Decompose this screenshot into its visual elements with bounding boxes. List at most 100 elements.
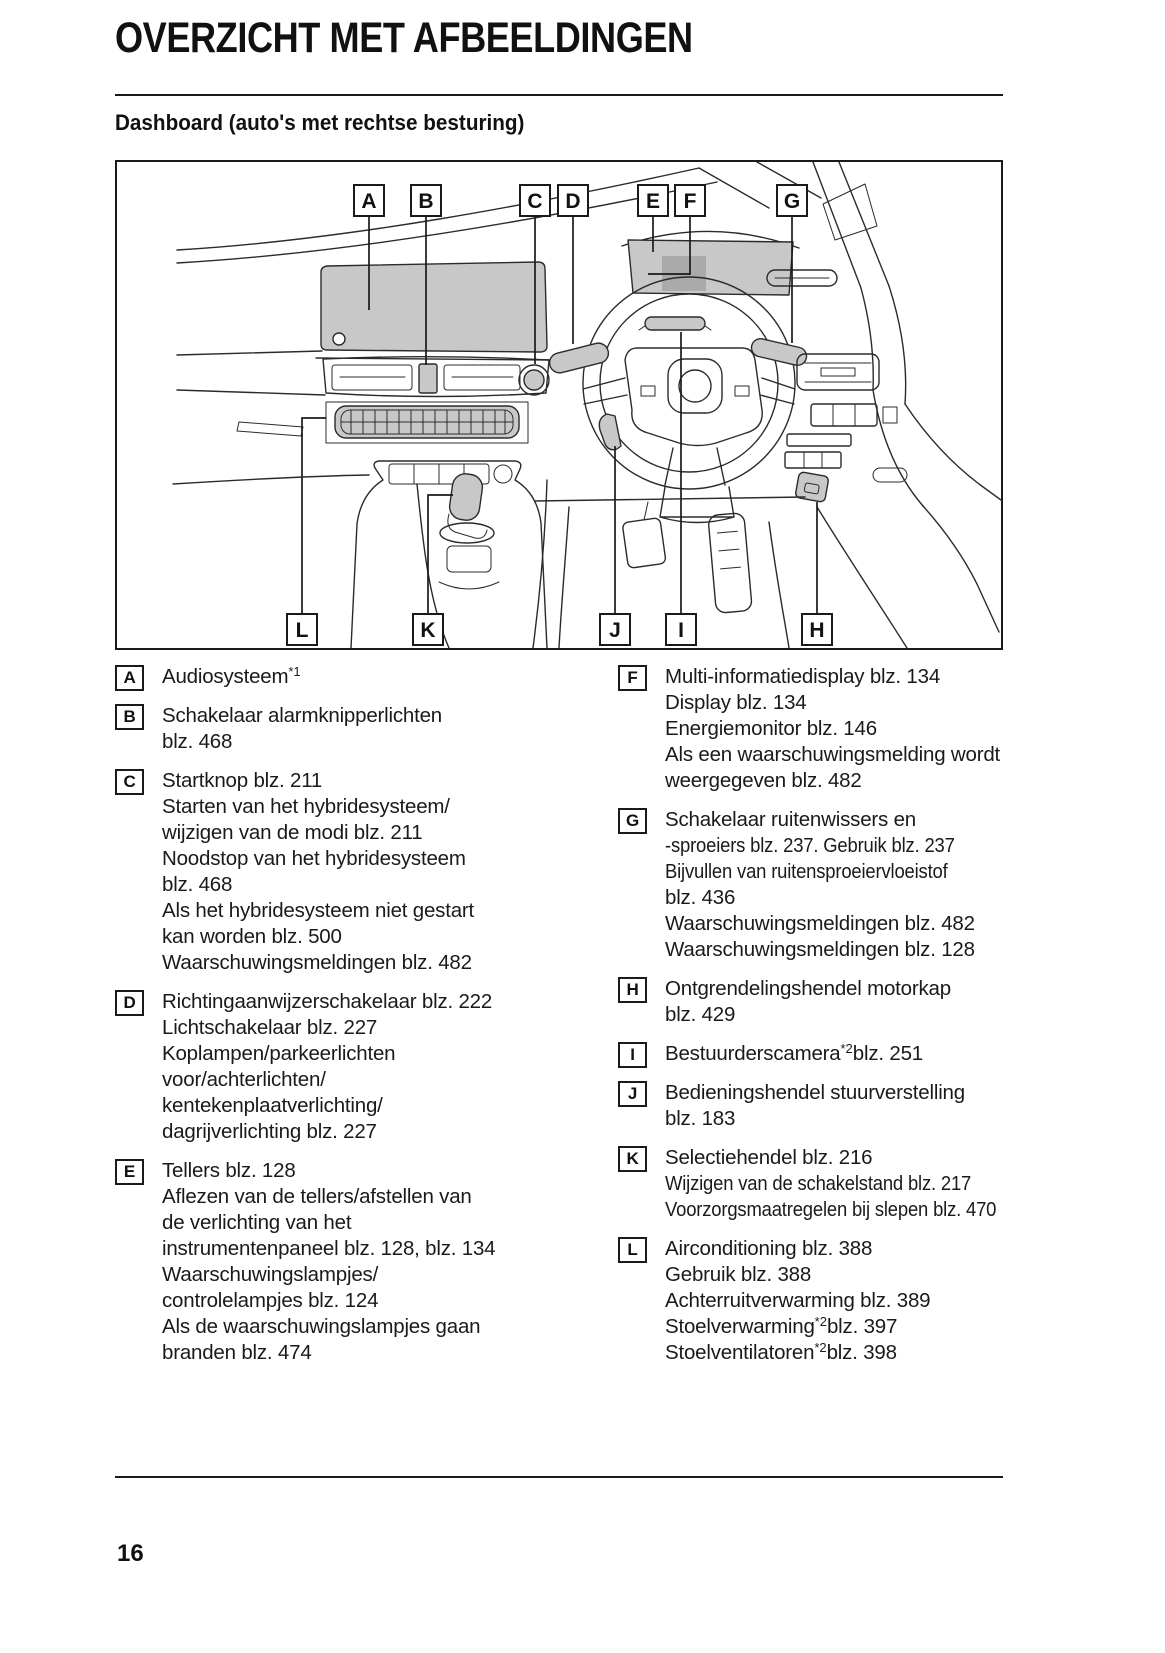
callout-letter-D: D — [565, 190, 580, 213]
legend-line: Achterruitverwarming blz. 389 — [665, 1289, 931, 1312]
driver-camera — [638, 316, 712, 331]
callout-box-B — [410, 184, 442, 217]
legend-line: Display blz. 134 — [665, 691, 807, 714]
legend-line: Starten van het hybridesysteem/ — [162, 795, 450, 818]
legend-line: Bestuurderscamera*2blz. 251 — [665, 1041, 923, 1065]
legend-line: wijzigen van de modi blz. 211 — [162, 821, 423, 844]
air-vent-grille — [325, 401, 529, 444]
callout-letter-J: J — [609, 619, 621, 642]
legend-line: Waarschuwingsmeldingen blz. 128 — [665, 938, 975, 961]
bottom-rule — [115, 1476, 1003, 1478]
legend-key-J: J — [618, 1081, 647, 1107]
callout-box-H — [801, 613, 833, 646]
hood-release-lever — [795, 471, 829, 503]
legend-line: Waarschuwingsmeldingen blz. 482 — [162, 951, 472, 974]
callout-letter-I: I — [678, 619, 684, 642]
callout-box-C — [519, 184, 551, 217]
legend-line: Stoelverwarming*2blz. 397 — [665, 1314, 898, 1338]
legend-line: Stoelventilatoren*2blz. 398 — [665, 1340, 897, 1364]
legend-key-G: G — [618, 808, 647, 834]
legend-line: branden blz. 474 — [162, 1341, 312, 1364]
legend-line: Koplampen/parkeerlichten — [162, 1042, 396, 1065]
legend-line: Als het hybridesysteem niet gestart — [162, 899, 475, 922]
legend-line: de verlichting van het — [162, 1211, 352, 1234]
steering-wheel — [582, 276, 796, 524]
legend-key-H: H — [618, 977, 647, 1003]
legend-line: Bijvullen van ruitensproeiervloeistof — [665, 860, 948, 883]
legend-line: Schakelaar alarmknipperlichten — [162, 704, 443, 727]
legend-line: -sproeiers blz. 237. Gebruik blz. 237 — [665, 834, 955, 857]
legend-line: Multi-informatiedisplay blz. 134 — [665, 665, 941, 688]
legend-line: Als een waarschuwingsmelding wordt — [665, 743, 1001, 766]
legend-key-E: E — [115, 1159, 144, 1185]
legend-line: voor/achterlichten/ — [162, 1068, 326, 1091]
legend-key-A: A — [115, 665, 144, 691]
callout-letter-G: G — [784, 190, 800, 213]
legend-key-I: I — [618, 1042, 647, 1068]
callout-letter-H: H — [809, 619, 824, 642]
legend-line: blz. 183 — [665, 1107, 736, 1130]
legend-line: Audiosysteem*1 — [162, 664, 301, 688]
legend-line: Lichtschakelaar blz. 227 — [162, 1016, 378, 1039]
legend-line: Ontgrendelingshendel motorkap — [665, 977, 951, 1000]
callout-letter-B: B — [418, 190, 433, 213]
touchscreen — [315, 261, 552, 361]
legend-line: controlelampjes blz. 124 — [162, 1289, 379, 1312]
legend-line: Waarschuwingslampjes/ — [162, 1263, 379, 1286]
section-subtitle: Dashboard (auto's met rechtse besturing) — [115, 110, 525, 135]
callout-box-L — [286, 613, 318, 646]
callout-box-G — [776, 184, 808, 217]
legend-key-D: D — [115, 990, 144, 1016]
legend-line: Tellers blz. 128 — [162, 1159, 296, 1182]
callout-letter-A: A — [361, 190, 376, 213]
legend-line: weergegeven blz. 482 — [665, 769, 862, 792]
pedals-and-floor — [534, 496, 908, 648]
start-button — [518, 364, 550, 396]
legend-key-B: B — [115, 704, 144, 730]
wiper-stalk — [750, 338, 808, 366]
instrument-cluster — [621, 230, 800, 296]
footnote-marker: *2 — [840, 1041, 853, 1056]
legend-line: instrumentenpaneel blz. 128, blz. 134 — [162, 1237, 496, 1260]
legend-line: dagrijverlichting blz. 227 — [162, 1120, 377, 1143]
legend-line: Selectiehendel blz. 216 — [665, 1146, 873, 1169]
callout-box-D — [557, 184, 589, 217]
right-dash-and-door — [698, 162, 1001, 633]
legend-line: Startknop blz. 211 — [162, 769, 323, 792]
legend-line: kentekenplaatverlichting/ — [162, 1094, 383, 1117]
legend-key-L: L — [618, 1237, 647, 1263]
center-vents — [322, 356, 550, 398]
footnote-marker: *1 — [288, 664, 301, 679]
callout-letter-E: E — [646, 190, 660, 213]
legend-line: Energiemonitor blz. 146 — [665, 717, 877, 740]
legend-item-I: I Bestuurderscamera*2blz. 251 — [618, 1041, 1005, 1068]
page-title: OVERZICHT MET AFBEELDINGEN — [115, 14, 693, 62]
legend-key-K: K — [618, 1146, 647, 1172]
callout-box-E — [637, 184, 669, 217]
legend-line: Aflezen van de tellers/afstellen van — [162, 1185, 472, 1208]
legend-key-C: C — [115, 769, 144, 795]
legend-key-F: F — [618, 665, 647, 691]
legend-line: Wijzigen van de schakelstand blz. 217 — [665, 1172, 972, 1195]
page-number: 16 — [117, 1540, 144, 1567]
callout-box-K — [412, 613, 444, 646]
callout-letter-L: L — [296, 619, 309, 642]
callout-box-I — [665, 613, 697, 646]
hazard-switch — [418, 363, 438, 394]
legend-line: Voorzorgsmaatregelen bij slepen blz. 470 — [665, 1198, 997, 1221]
legend-line: Airconditioning blz. 388 — [665, 1237, 873, 1260]
legend-line: blz. 436 — [665, 886, 736, 909]
callout-box-J — [599, 613, 631, 646]
